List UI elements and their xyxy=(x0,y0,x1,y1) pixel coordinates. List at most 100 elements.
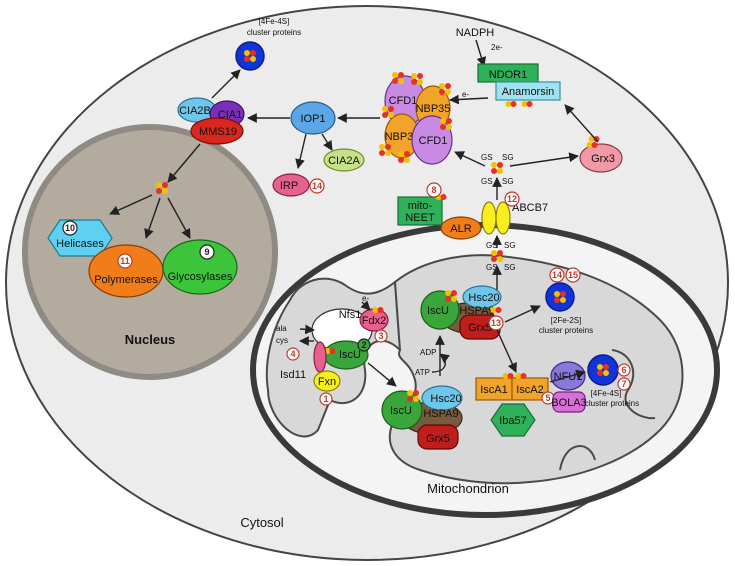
alr-label: ALR xyxy=(450,223,471,235)
fe4s4-top-label: [4Fe-4S] xyxy=(259,17,290,26)
number-14-irp xyxy=(309,178,325,194)
ala-arrow xyxy=(299,324,315,335)
isd11 xyxy=(313,341,327,373)
hsc20-lower xyxy=(421,385,463,411)
iscu-core-label: IscU xyxy=(339,349,361,361)
gs-label-top: GS xyxy=(481,153,493,162)
two-e-label: 2e- xyxy=(491,43,503,52)
fe4s-cluster-protein-top xyxy=(235,41,265,71)
iba57-label: Iba57 xyxy=(499,415,527,427)
number-5-label: 5 xyxy=(545,393,550,403)
atp-adp-arrow xyxy=(431,353,450,373)
electron-label: e- xyxy=(462,90,469,99)
gs-label-mito-2: GS xyxy=(486,263,498,272)
cluster-proteins-4fe-label: cluster proteins xyxy=(585,399,639,408)
nucleus-to-glycosylases-arrow xyxy=(167,197,191,239)
glycosylases xyxy=(162,239,238,295)
number-15 xyxy=(565,267,581,283)
bola3 xyxy=(552,391,586,413)
iop1-label: IOP1 xyxy=(300,113,325,125)
mitoneet-label-2: NEET xyxy=(405,212,435,224)
nbp35-bottom-label: NBP35 xyxy=(385,131,420,143)
cluster-proteins-2fe-label: cluster proteins xyxy=(539,326,593,335)
cia2a xyxy=(323,148,365,172)
number-2-label: 2 xyxy=(361,340,366,350)
number-8 xyxy=(426,182,442,198)
grx3 xyxy=(579,143,623,173)
grx3-label: Grx3 xyxy=(591,153,615,165)
grx5-lower xyxy=(417,424,459,450)
number-3 xyxy=(374,329,388,343)
cia-to-target-arrow xyxy=(211,69,241,99)
fe4s4-mito-label: [4Fe-4S] xyxy=(591,389,622,398)
isca-to-4fe4s-arrow xyxy=(549,369,586,383)
nucleus-to-helicases-arrow xyxy=(109,194,153,215)
isca1-label: IscA1 xyxy=(480,384,508,396)
nucleus-label: Nucleus xyxy=(125,332,176,347)
isca2-label: IscA2 xyxy=(516,384,544,396)
bola3-label: BOLA3 xyxy=(551,397,586,409)
fe2s2-label: [2Fe-2S] xyxy=(551,316,582,325)
mito-electron-label: e- xyxy=(362,294,369,303)
hspa9-lower-label: HSPA9 xyxy=(423,408,458,420)
mitochondrion-label: Mitochondrion xyxy=(427,481,509,496)
number-9-label: 9 xyxy=(204,247,209,257)
grx5-to-2fe2s-arrow xyxy=(504,305,541,323)
cia2a-label: CIA2A xyxy=(328,155,360,167)
irp xyxy=(272,173,310,197)
cfd1-top-label: CFD1 xyxy=(389,95,418,107)
alr xyxy=(440,216,482,240)
number-1 xyxy=(319,392,333,406)
hspa9-upper-label: HSPA9 xyxy=(459,305,494,317)
number-7 xyxy=(617,377,631,391)
hsc20-lower-label: Hsc20 xyxy=(430,393,461,405)
hsc20-upper-label: Hsc20 xyxy=(468,292,499,304)
number-10 xyxy=(62,220,78,236)
sg-label-mito: SG xyxy=(504,241,516,250)
cia-to-nucleus-arrow xyxy=(167,143,201,183)
abcb7-left xyxy=(481,201,497,235)
nadph-arrow xyxy=(475,39,487,67)
hsc20-upper xyxy=(462,285,502,309)
cytosol-label: Cytosol xyxy=(240,515,283,530)
number-14-label: 14 xyxy=(552,270,562,280)
grx5-upper-label: Grx5 xyxy=(468,322,492,334)
sg-label-mid: SG xyxy=(502,177,514,186)
electron-to-fdx2-arrow xyxy=(360,300,371,311)
anamorsin-box xyxy=(495,81,561,101)
mitoneet-label-1: mito- xyxy=(408,200,433,212)
number-3-label: 3 xyxy=(378,331,383,341)
fe4s-cluster-protein-mito xyxy=(587,354,619,386)
grx5-lower-label: Grx5 xyxy=(426,433,450,445)
number-4 xyxy=(286,347,300,361)
number-8-label: 8 xyxy=(431,185,436,195)
ndor1-label: NDOR1 xyxy=(489,69,528,81)
number-10-label: 10 xyxy=(65,223,75,233)
cys-label: cys xyxy=(276,336,288,345)
irp-label: IRP xyxy=(280,180,298,192)
iscu-upper-label: IscU xyxy=(427,305,449,317)
number-7-label: 7 xyxy=(621,379,626,389)
grx3-to-anamorsin-arrow xyxy=(564,104,599,143)
number-13 xyxy=(488,315,504,331)
anamorsin-label: Anamorsin xyxy=(502,86,555,98)
glycosylases-label: Glycosylases xyxy=(168,271,233,283)
junction-to-cfd1-arrow xyxy=(454,151,486,167)
number-6 xyxy=(617,363,631,377)
iscu-lower-label: IscU xyxy=(390,405,412,417)
junction-to-grx3-arrow xyxy=(509,152,579,167)
iop1-to-irp-arrow xyxy=(295,133,307,169)
sg-label-top: SG xyxy=(502,153,514,162)
number-14-irp-label: 14 xyxy=(312,181,322,191)
number-12 xyxy=(504,191,520,207)
sg-label-mito-2: SG xyxy=(504,263,516,272)
mms19 xyxy=(190,117,244,145)
number-12-label: 12 xyxy=(507,194,517,204)
abcb7-label: ABCB7 xyxy=(512,202,548,214)
iop1 xyxy=(290,101,336,135)
polymerases-label: Polymerases xyxy=(94,274,158,286)
nadph-label: NADPH xyxy=(456,27,495,39)
abcb7-right xyxy=(495,201,511,235)
